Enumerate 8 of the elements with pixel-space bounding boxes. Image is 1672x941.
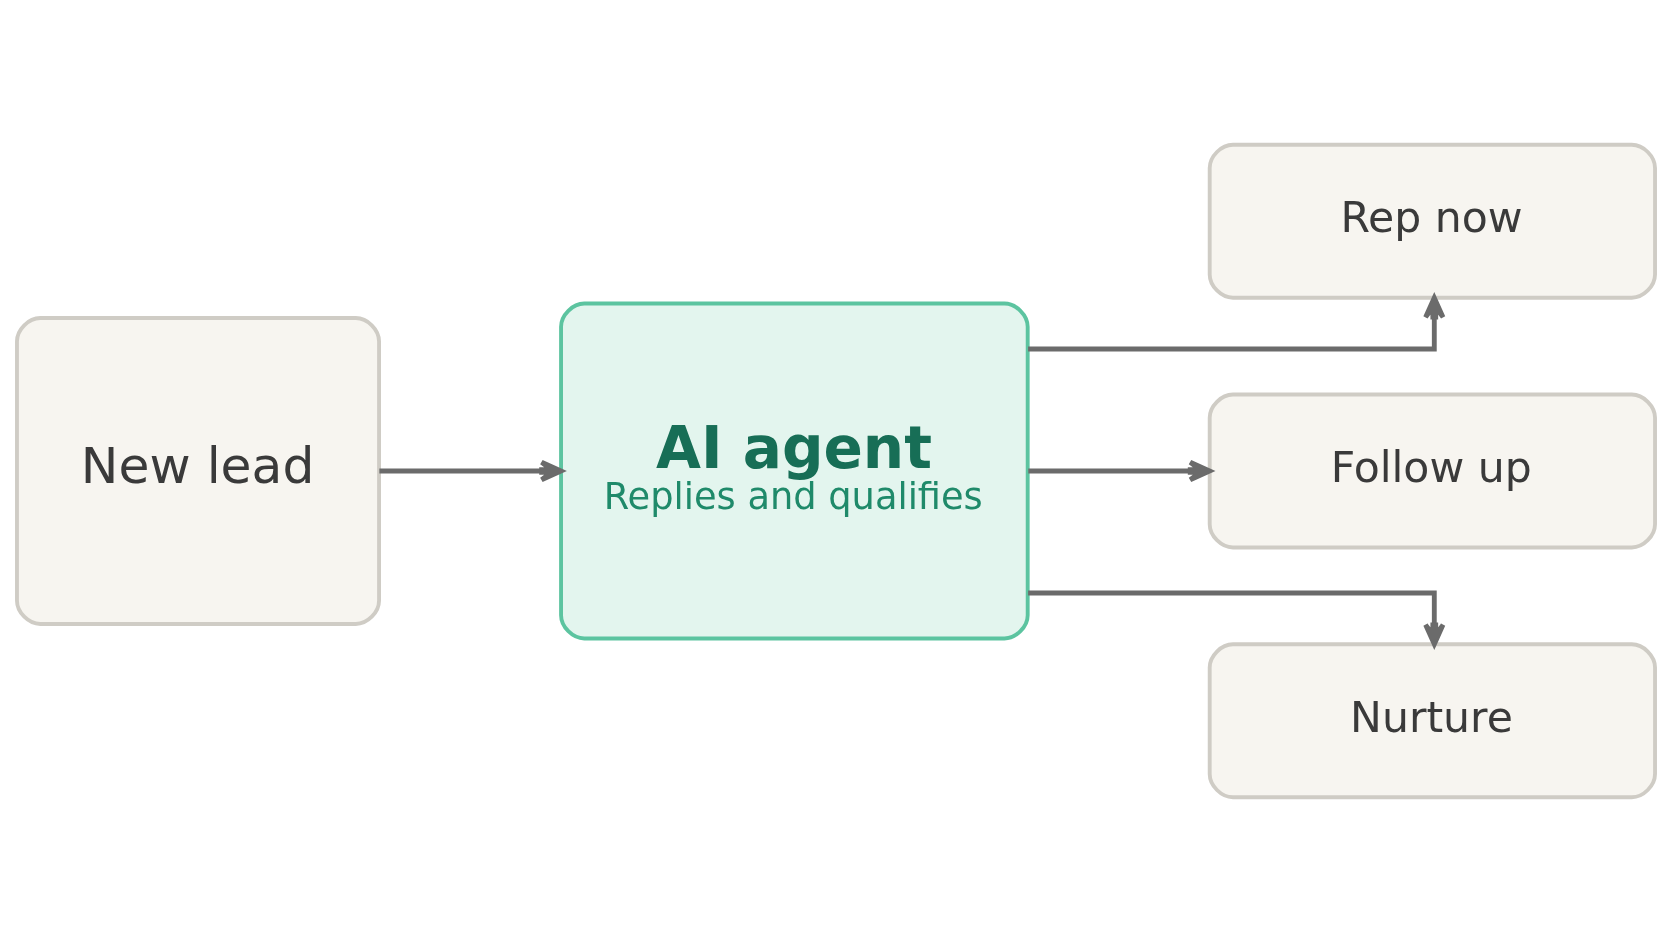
arrow	[1028, 590, 1446, 647]
arrow	[1028, 294, 1446, 351]
node-box: Rep now	[1207, 142, 1657, 300]
arrow	[379, 459, 564, 482]
node-box: Nurture	[1207, 641, 1657, 799]
node-box: AI agent Replies and qualifies	[559, 301, 1030, 640]
node-box: Follow up	[1207, 392, 1657, 549]
node-box: New lead	[15, 315, 381, 626]
